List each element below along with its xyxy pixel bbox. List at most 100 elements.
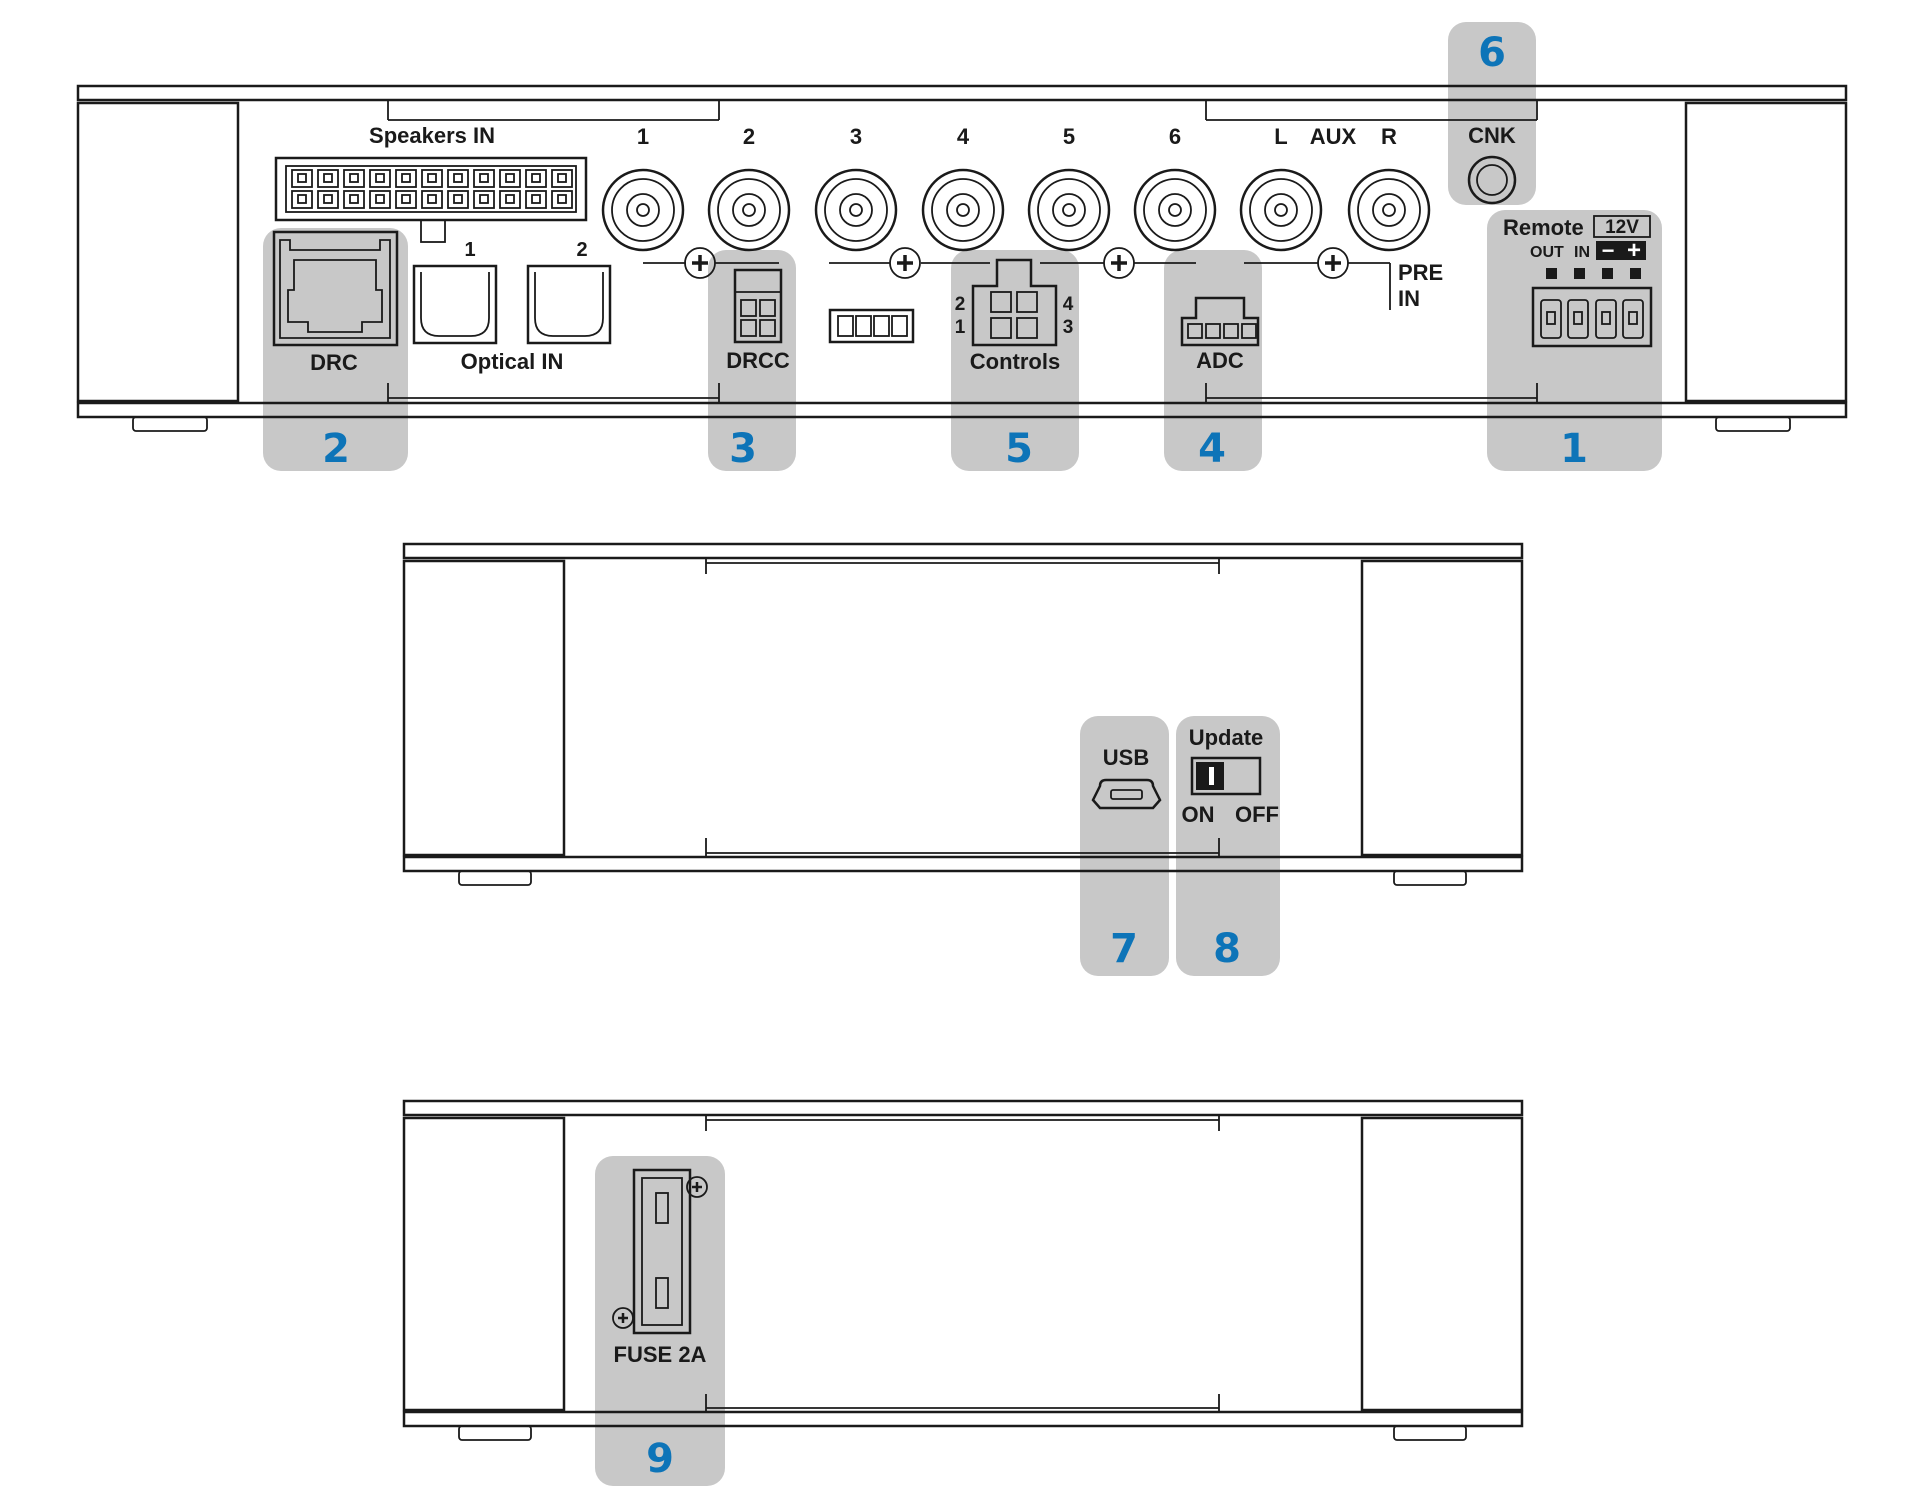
- speakers-in-pin: [499, 169, 521, 188]
- callout-2: 2: [322, 426, 350, 472]
- controls-label: Controls: [970, 349, 1060, 374]
- speakers-in-label: Speakers IN: [369, 123, 495, 148]
- rca-l-label: L: [1274, 124, 1287, 149]
- drc-label: DRC: [310, 350, 358, 375]
- usb-label: USB: [1103, 745, 1149, 770]
- aux-label: AUX: [1310, 124, 1357, 149]
- remote-label: Remote: [1503, 215, 1584, 240]
- controls-connector: [971, 258, 1058, 347]
- rca-2-label: 2: [743, 124, 755, 149]
- rca-jack-r: [1347, 168, 1431, 252]
- controls-pin-4: 4: [1063, 294, 1074, 315]
- optical-1-port: [412, 264, 498, 345]
- rca-r-label: R: [1381, 124, 1397, 149]
- pair-plus-icon: [1317, 247, 1349, 279]
- fuse-holder: [612, 1168, 708, 1335]
- rca-4-label: 4: [957, 124, 970, 149]
- pair-plus-icon: [889, 247, 921, 279]
- speakers-in-pin: [369, 169, 391, 188]
- volt-label: 12V: [1605, 217, 1639, 238]
- middle-device-body: [402, 542, 1524, 886]
- aux-4pin-connector: [828, 308, 915, 344]
- controls-pin-2: 2: [955, 294, 966, 315]
- speakers-in-pin: [525, 190, 547, 209]
- optical-in-label: Optical IN: [461, 349, 564, 374]
- fuse-label: FUSE 2A: [614, 1342, 707, 1367]
- pair-plus-icon: [1103, 247, 1135, 279]
- rca-1-label: 1: [637, 124, 649, 149]
- speakers-in-pin: [343, 169, 365, 188]
- callout-9: 9: [646, 1436, 674, 1482]
- pre-label: PRE: [1398, 260, 1443, 285]
- rca-jack-l: [1239, 168, 1323, 252]
- cnk-label: CNK: [1468, 123, 1516, 148]
- rca-jack-2: [707, 168, 791, 252]
- remote-in-label: IN: [1574, 244, 1590, 261]
- speakers-in-connector: [274, 156, 588, 243]
- callout-8: 8: [1213, 926, 1241, 972]
- rca-5-label: 5: [1063, 124, 1075, 149]
- remote-terminal-block: [1531, 286, 1653, 348]
- highlight-drc: [263, 228, 408, 471]
- update-on-label: ON: [1182, 802, 1215, 827]
- rca-pair-lines: [643, 262, 1391, 310]
- top-device-body: [76, 84, 1848, 432]
- callout-4: 4: [1198, 426, 1226, 472]
- rca-jack-5: [1027, 168, 1111, 252]
- speakers-in-pin: [525, 169, 547, 188]
- drcc-label: DRCC: [726, 348, 790, 373]
- remote-out-label: OUT: [1530, 244, 1564, 261]
- speakers-in-pin: [395, 190, 417, 209]
- speakers-in-pin: [317, 169, 339, 188]
- speakers-in-pin: [317, 190, 339, 209]
- polarity-plus: +: [1627, 237, 1641, 264]
- drc-rj45-port: [272, 230, 399, 347]
- callout-6: 6: [1478, 30, 1506, 76]
- adc-connector: [1180, 296, 1260, 347]
- rca-jack-6: [1133, 168, 1217, 252]
- rca-jack-1: [601, 168, 685, 252]
- polarity-box: [1596, 241, 1646, 260]
- bottom-device-body: [402, 1099, 1524, 1441]
- speakers-in-pin: [551, 169, 573, 188]
- speakers-in-pin: [473, 190, 495, 209]
- update-switch: [1190, 756, 1262, 796]
- optical-2-label: 2: [576, 239, 587, 261]
- drcc-connector: [733, 268, 783, 344]
- optical-1-label: 1: [464, 239, 475, 261]
- speakers-in-pin: [551, 190, 573, 209]
- callout-1: 1: [1560, 426, 1588, 472]
- highlight-fuse: [595, 1156, 725, 1486]
- rca-6-label: 6: [1169, 124, 1181, 149]
- callout-5: 5: [1005, 426, 1033, 472]
- speakers-in-pin: [343, 190, 365, 209]
- speakers-in-pin: [291, 190, 313, 209]
- speakers-in-pin: [447, 190, 469, 209]
- highlight-remote: [1487, 210, 1662, 471]
- speakers-in-pin: [421, 190, 443, 209]
- controls-pin-3: 3: [1063, 317, 1074, 338]
- optical-2-port: [526, 264, 612, 345]
- rca-jack-4: [921, 168, 1005, 252]
- cnk-jack: [1467, 155, 1517, 205]
- pair-plus-icon: [684, 247, 716, 279]
- update-label: Update: [1189, 725, 1264, 750]
- speakers-in-pin: [473, 169, 495, 188]
- speakers-in-pin: [291, 169, 313, 188]
- volt-box: [1593, 215, 1651, 238]
- polarity-minus: −: [1602, 238, 1615, 263]
- callout-7: 7: [1110, 926, 1138, 972]
- callout-3: 3: [729, 426, 757, 472]
- rca-jack-3: [814, 168, 898, 252]
- speakers-in-pin: [447, 169, 469, 188]
- speakers-in-pin: [369, 190, 391, 209]
- rca-3-label: 3: [850, 124, 862, 149]
- update-off-label: OFF: [1235, 802, 1279, 827]
- highlight-cnk: [1448, 22, 1536, 205]
- speakers-in-pin: [395, 169, 417, 188]
- speakers-in-pin: [499, 190, 521, 209]
- speakers-in-pin: [421, 169, 443, 188]
- remote-pin-markers: [1546, 268, 1641, 279]
- controls-pin-1: 1: [955, 317, 966, 338]
